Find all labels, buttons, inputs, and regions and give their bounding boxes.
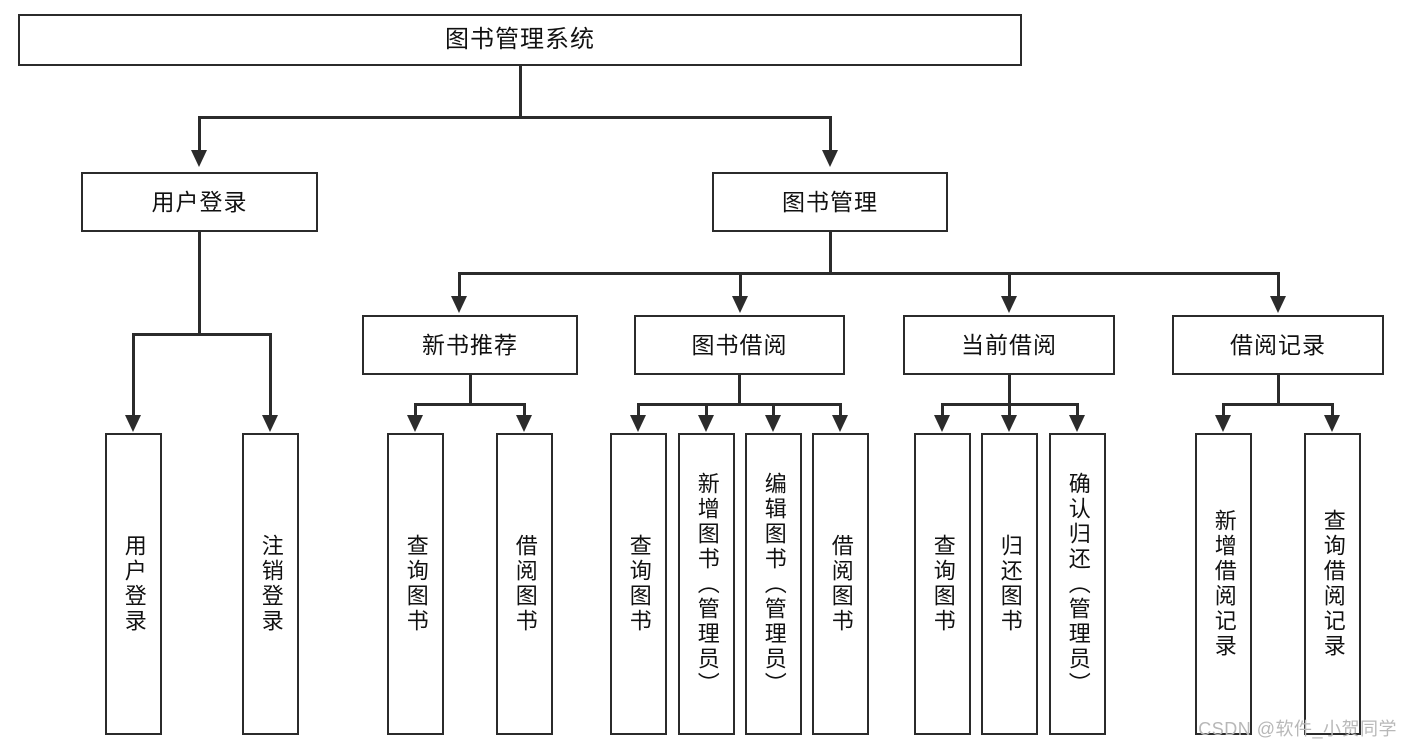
node-label: 查询图书 <box>626 534 652 634</box>
node-book-management[interactable]: 图书管理 <box>712 172 948 232</box>
arrowhead-book-borrow-child-1 <box>630 415 646 432</box>
connector-book-borrow-stem <box>738 375 741 405</box>
connector-book-borrow-bus <box>637 403 841 406</box>
connector-book-manage-to-borrow <box>739 272 742 298</box>
node-book-borrow[interactable]: 图书借阅 <box>634 315 845 375</box>
connector-book-borrow-child-3 <box>772 403 775 417</box>
leaf-node-query-book-recommend[interactable]: 查询图书 <box>387 433 444 735</box>
connector-new-book-child-2 <box>523 403 526 417</box>
connector-root-bus <box>198 116 830 119</box>
arrowhead-user-login-child-2 <box>262 415 278 432</box>
arrowhead-book-manage-to-new-book <box>451 296 467 313</box>
connector-root-stem <box>519 66 522 117</box>
node-new-book-recommend[interactable]: 新书推荐 <box>362 315 578 375</box>
node-label: 确认归还（管理员） <box>1065 471 1091 697</box>
node-label: 查询借阅记录 <box>1320 509 1346 659</box>
node-label: 图书管理系统 <box>445 26 595 53</box>
leaf-node-user-logout[interactable]: 注销登录 <box>242 433 299 735</box>
connector-book-manage-stem <box>829 232 832 274</box>
arrowhead-current-borrow-child-2 <box>1001 415 1017 432</box>
connector-borrow-record-stem <box>1277 375 1280 405</box>
node-label: 当前借阅 <box>961 331 1057 358</box>
arrowhead-user-login-child-1 <box>125 415 141 432</box>
leaf-node-confirm-return-admin[interactable]: 确认归还（管理员） <box>1049 433 1106 735</box>
arrowhead-book-manage-to-record <box>1270 296 1286 313</box>
node-label: 查询图书 <box>403 534 429 634</box>
node-label: 新增图书（管理员） <box>694 471 720 697</box>
arrowhead-root-to-user-login <box>191 150 207 167</box>
arrowhead-new-book-child-2 <box>516 415 532 432</box>
node-borrow-record[interactable]: 借阅记录 <box>1172 315 1384 375</box>
node-label: 图书借阅 <box>691 331 788 358</box>
connector-new-book-child-1 <box>414 403 417 417</box>
connector-current-borrow-child-3 <box>1076 403 1079 417</box>
leaf-node-user-login[interactable]: 用户登录 <box>105 433 162 735</box>
arrowhead-borrow-record-child-2 <box>1324 415 1340 432</box>
arrowhead-borrow-record-child-1 <box>1215 415 1231 432</box>
connector-current-borrow-stem <box>1008 375 1011 405</box>
arrowhead-current-borrow-child-1 <box>934 415 950 432</box>
connector-new-book-bus <box>414 403 526 406</box>
node-user-login[interactable]: 用户登录 <box>81 172 318 232</box>
node-label: 归还图书 <box>997 534 1023 634</box>
connector-book-manage-bus <box>458 272 1279 275</box>
leaf-node-query-borrow-record[interactable]: 查询借阅记录 <box>1304 433 1361 735</box>
connector-book-manage-to-new-book <box>458 272 461 298</box>
connector-book-borrow-child-4 <box>839 403 842 417</box>
connector-borrow-record-child-1 <box>1222 403 1225 417</box>
arrowhead-new-book-child-1 <box>407 415 423 432</box>
connector-user-login-stem <box>198 232 201 335</box>
arrowhead-book-manage-to-current <box>1001 296 1017 313</box>
connector-user-login-child-1 <box>132 333 135 417</box>
connector-book-borrow-child-1 <box>637 403 640 417</box>
node-label: 借阅图书 <box>828 534 854 634</box>
connector-borrow-record-bus <box>1222 403 1334 406</box>
leaf-node-borrow-book-recommend[interactable]: 借阅图书 <box>496 433 553 735</box>
arrowhead-root-to-book-manage <box>822 150 838 167</box>
leaf-node-add-book-admin[interactable]: 新增图书（管理员） <box>678 433 735 735</box>
node-current-borrow[interactable]: 当前借阅 <box>903 315 1115 375</box>
connector-book-borrow-child-2 <box>705 403 708 417</box>
node-label: 新增借阅记录 <box>1211 509 1237 659</box>
node-label: 用户登录 <box>151 188 248 215</box>
node-label: 注销登录 <box>258 534 284 634</box>
arrowhead-current-borrow-child-3 <box>1069 415 1085 432</box>
leaf-node-edit-book-admin[interactable]: 编辑图书（管理员） <box>745 433 802 735</box>
connector-user-login-bus <box>132 333 271 336</box>
connector-borrow-record-child-2 <box>1331 403 1334 417</box>
leaf-node-return-book[interactable]: 归还图书 <box>981 433 1038 735</box>
leaf-node-add-borrow-record[interactable]: 新增借阅记录 <box>1195 433 1252 735</box>
node-root-book-management-system[interactable]: 图书管理系统 <box>18 14 1022 66</box>
connector-new-book-stem <box>469 375 472 405</box>
node-label: 借阅记录 <box>1230 331 1326 358</box>
arrowhead-book-manage-to-borrow <box>732 296 748 313</box>
leaf-node-query-book-borrow[interactable]: 查询图书 <box>610 433 667 735</box>
node-label: 借阅图书 <box>512 534 538 634</box>
connector-user-login-child-2 <box>269 333 272 417</box>
node-label: 图书管理 <box>782 188 878 215</box>
arrowhead-book-borrow-child-2 <box>698 415 714 432</box>
connector-current-borrow-child-1 <box>941 403 944 417</box>
leaf-node-borrow-book[interactable]: 借阅图书 <box>812 433 869 735</box>
node-label: 查询图书 <box>930 534 956 634</box>
connector-root-to-user-login <box>198 116 201 152</box>
connector-current-borrow-child-2 <box>1008 403 1011 417</box>
arrowhead-book-borrow-child-3 <box>765 415 781 432</box>
node-label: 用户登录 <box>121 534 147 634</box>
leaf-node-query-book-current[interactable]: 查询图书 <box>914 433 971 735</box>
node-label: 编辑图书（管理员） <box>761 471 787 697</box>
connector-book-manage-to-record <box>1277 272 1280 298</box>
arrowhead-book-borrow-child-4 <box>832 415 848 432</box>
connector-book-manage-to-current <box>1008 272 1011 298</box>
connector-root-to-book-manage <box>829 116 832 152</box>
node-label: 新书推荐 <box>422 331 518 358</box>
